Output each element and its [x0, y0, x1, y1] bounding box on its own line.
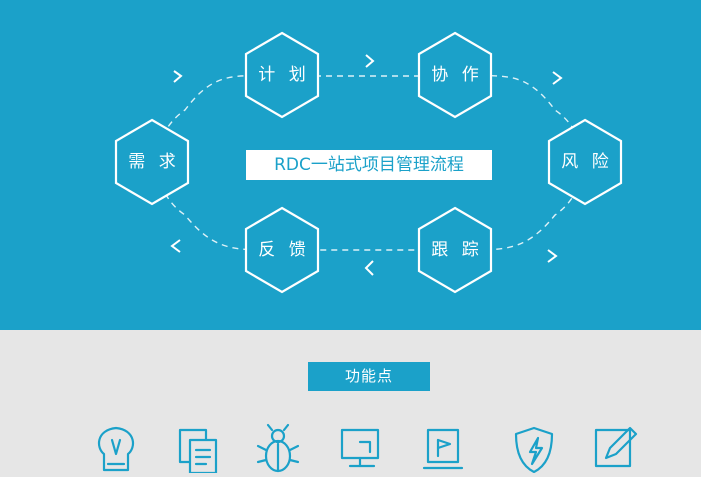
- process-hero: 计 划 协 作 风 险 跟 踪 反 馈 需 求 RDC一站式项目管理流程: [0, 0, 701, 330]
- feature-icons-row: [97, 423, 638, 475]
- flag-board-icon: [422, 428, 464, 470]
- arrow-up-left-icon: [170, 239, 181, 253]
- arrow-right-icon: [365, 54, 375, 68]
- features-section: 功能点: [0, 330, 701, 475]
- hex-node-risk: [547, 118, 623, 206]
- shield-lightning-icon: [514, 426, 554, 474]
- monitor-icon: [340, 428, 380, 468]
- node-label-track: 跟 踪: [431, 240, 483, 260]
- bug-icon: [256, 423, 300, 473]
- hex-node-feedback: [244, 206, 320, 294]
- node-label-plan: 计 划: [258, 65, 310, 85]
- hex-node-plan: [244, 31, 320, 119]
- arrow-left-icon: [364, 260, 374, 276]
- process-diagram: [114, 31, 623, 294]
- node-label-demand: 需 求: [128, 152, 180, 172]
- document-icon: [178, 428, 218, 475]
- node-label-feedback: 反 馈: [258, 240, 310, 260]
- hex-node-track: [417, 206, 493, 294]
- edit-icon: [594, 426, 638, 468]
- node-label-risk: 风 险: [561, 152, 613, 172]
- hex-node-demand: [114, 118, 190, 206]
- arrow-down-right-icon: [552, 71, 563, 85]
- lightbulb-icon: [97, 426, 135, 472]
- arrow-up-icon: [173, 70, 183, 83]
- diagram-title: RDC一站式项目管理流程: [246, 150, 492, 180]
- hex-node-collab: [417, 31, 493, 119]
- features-label: 功能点: [308, 362, 430, 391]
- arrow-down-icon: [547, 249, 558, 263]
- node-label-collab: 协 作: [431, 65, 483, 85]
